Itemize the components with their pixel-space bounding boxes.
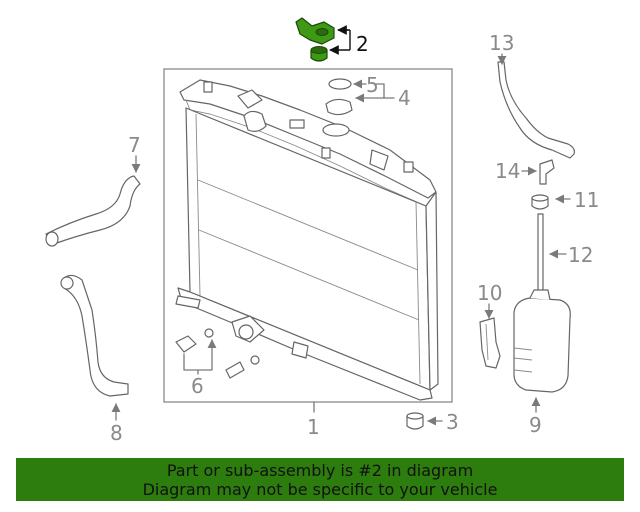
callout-7: 7 — [128, 133, 141, 157]
banner-line-1: Part or sub-assembly is #2 in diagram — [166, 460, 474, 480]
fitment-notice-banner: Part or sub-assembly is #2 in diagram Di… — [16, 458, 624, 501]
callout-5: 5 — [366, 73, 379, 97]
callout-14: 14 — [495, 159, 520, 183]
reserve-tank-cap — [531, 194, 549, 210]
callout-1: 1 — [307, 415, 320, 439]
radiator-cap-parts — [325, 78, 353, 116]
callout-8: 8 — [110, 421, 123, 445]
bracket-mount — [295, 17, 335, 45]
callout-2: 2 — [356, 32, 369, 56]
part-2-highlighted[interactable] — [295, 17, 335, 62]
callout-4: 4 — [398, 86, 411, 110]
callout-6: 6 — [191, 374, 204, 398]
radiator-core — [175, 79, 439, 401]
reserve-tank — [513, 289, 571, 393]
callout-9: 9 — [529, 413, 542, 437]
hose-clip — [539, 159, 555, 185]
callout-11: 11 — [574, 188, 599, 212]
radiator-frame — [163, 68, 453, 403]
callout-13: 13 — [489, 31, 514, 55]
bracket-hole — [315, 28, 329, 36]
grommet-top — [310, 46, 328, 54]
lower-hose — [60, 274, 129, 397]
reserve-tube — [537, 213, 544, 295]
cushion — [406, 412, 424, 430]
callout-3: 3 — [446, 410, 459, 434]
tank-bracket — [479, 317, 501, 369]
callout-12: 12 — [568, 243, 593, 267]
banner-line-2: Diagram may not be specific to your vehi… — [142, 479, 498, 499]
overflow-tube — [497, 61, 575, 159]
callout-10: 10 — [477, 281, 502, 305]
upper-hose — [45, 175, 141, 247]
